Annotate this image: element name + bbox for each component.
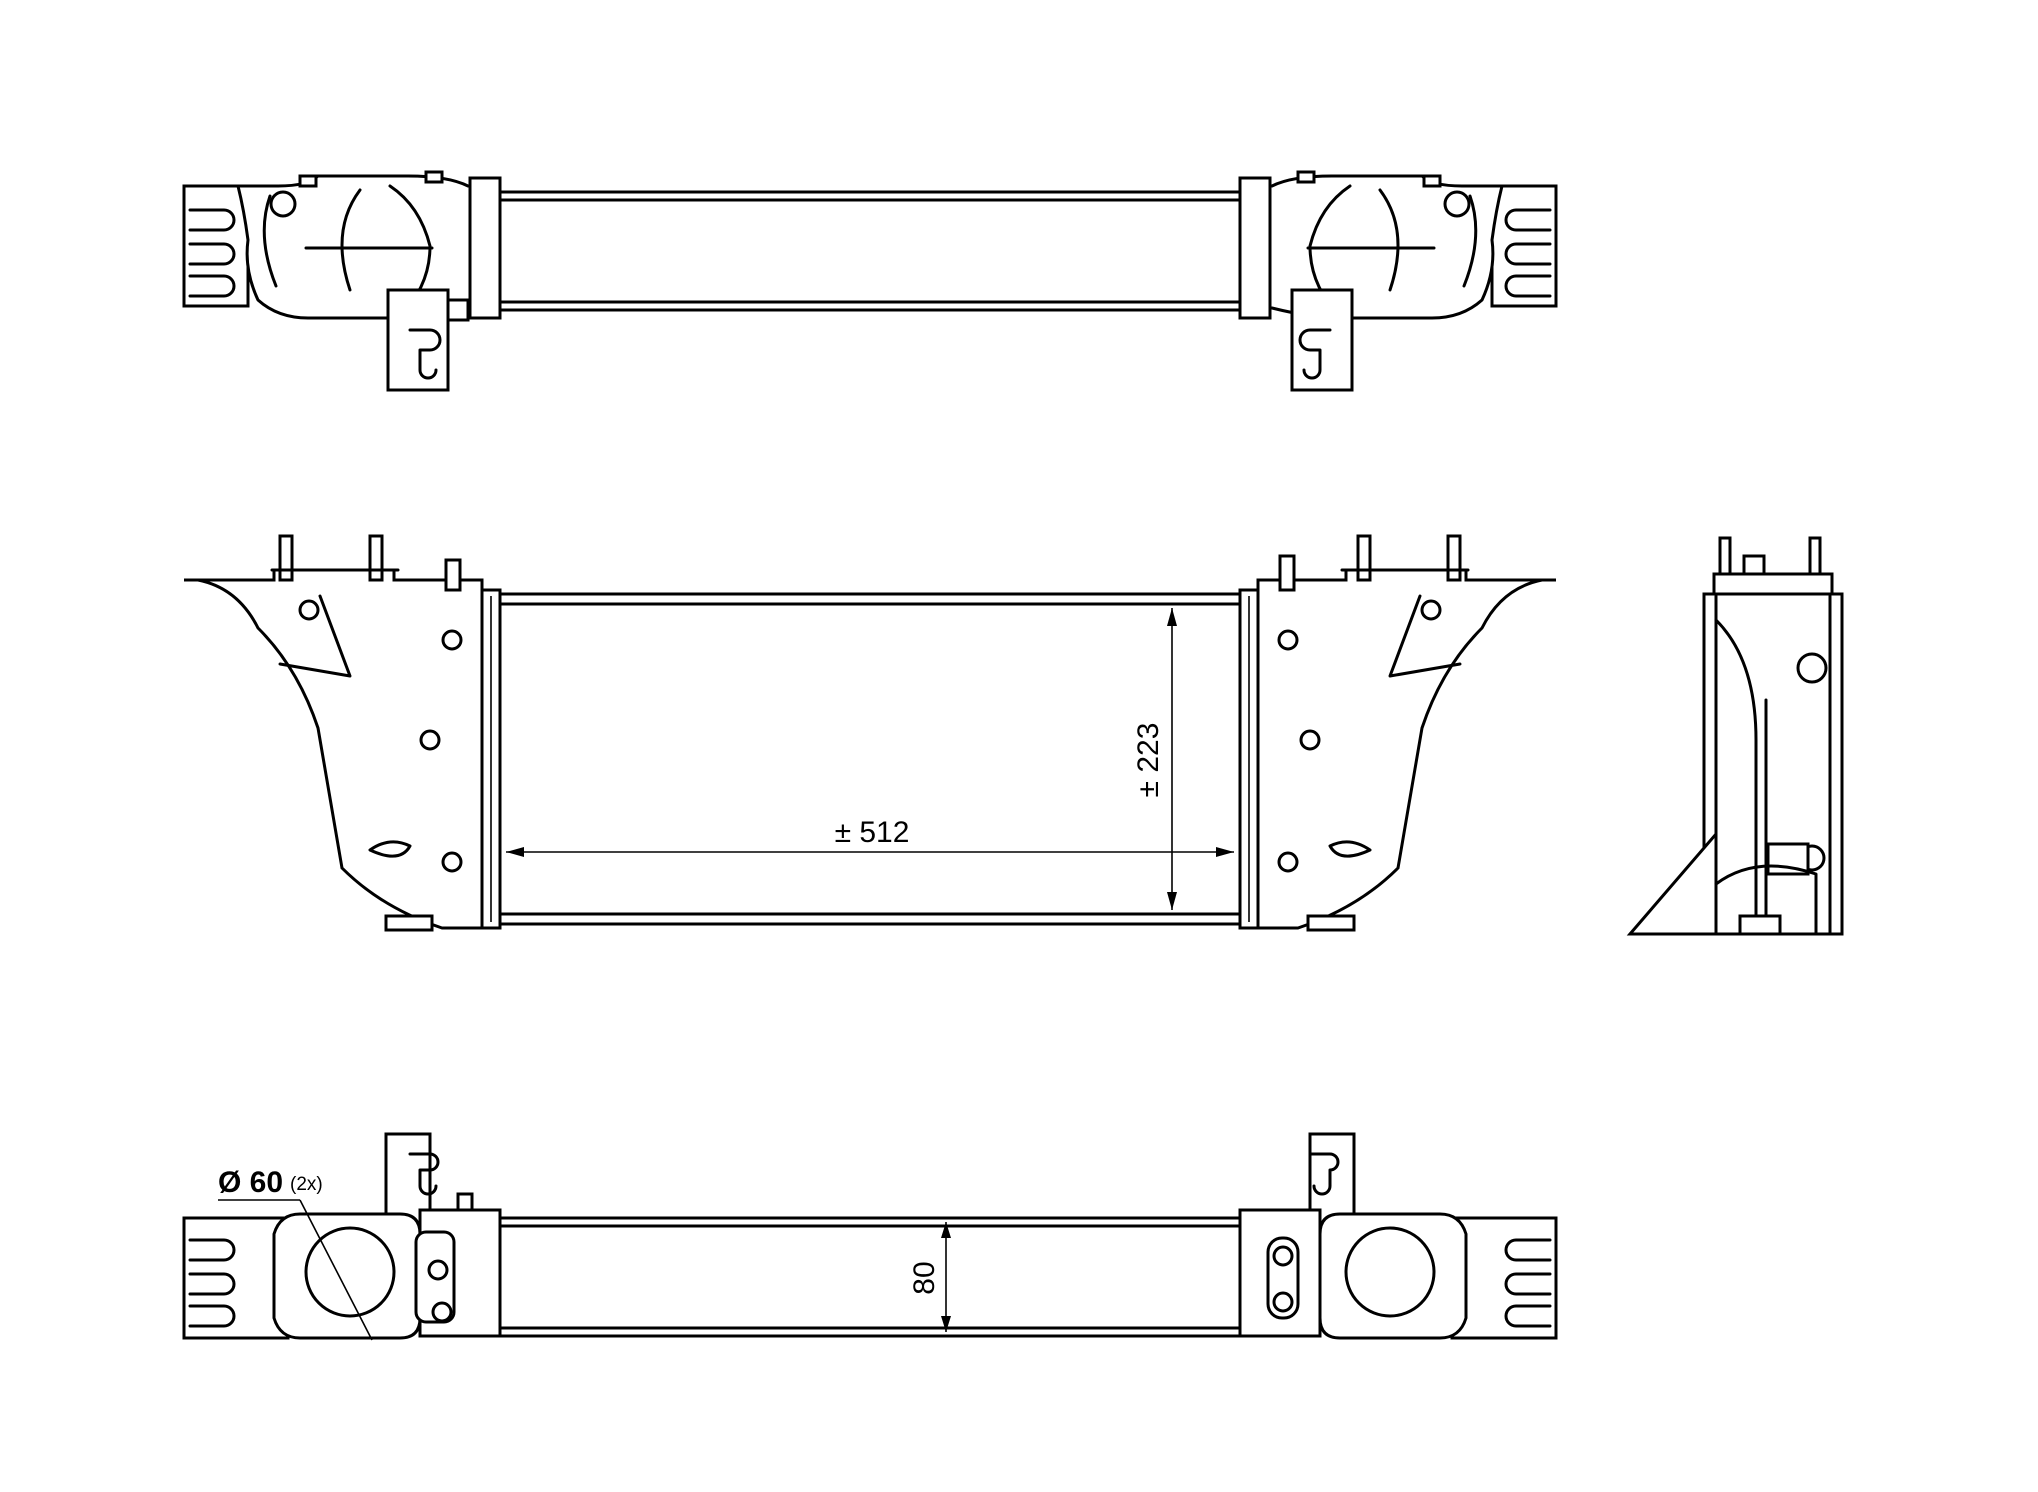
- top-left-tank: [182, 170, 502, 392]
- right-pipe-outlet: [1344, 1226, 1436, 1318]
- height-dimension-label: ± 223: [1132, 723, 1165, 798]
- depth-dimension-label: 80: [908, 1261, 941, 1294]
- top-right-tank: [1238, 170, 1558, 392]
- pipe-count-label: (2x): [290, 1174, 323, 1195]
- bottom-right-tank: [1238, 1132, 1558, 1340]
- front-left-tank: [184, 534, 484, 932]
- diameter-callout: Ø 60 (2x): [218, 1166, 373, 1341]
- pipe-diameter-label: Ø 60: [218, 1166, 283, 1199]
- bottom-view: Ø 60 (2x) 80: [182, 1132, 1558, 1341]
- depth-dimension: 80: [908, 1222, 951, 1332]
- left-pipe-outlet: [304, 1226, 396, 1318]
- width-dimension: ± 512: [506, 816, 1234, 857]
- width-dimension-label: ± 512: [835, 816, 910, 849]
- front-view: ± 512 ± 223: [184, 534, 1556, 932]
- bottom-left-tank: [182, 1132, 502, 1340]
- front-core: [498, 592, 1242, 926]
- top-core: [498, 190, 1242, 312]
- side-view: [1626, 536, 1844, 936]
- height-dimension: ± 223: [1132, 608, 1177, 910]
- front-right-tank: [1256, 534, 1556, 932]
- bottom-core: [498, 1216, 1242, 1338]
- top-view: [182, 170, 1558, 392]
